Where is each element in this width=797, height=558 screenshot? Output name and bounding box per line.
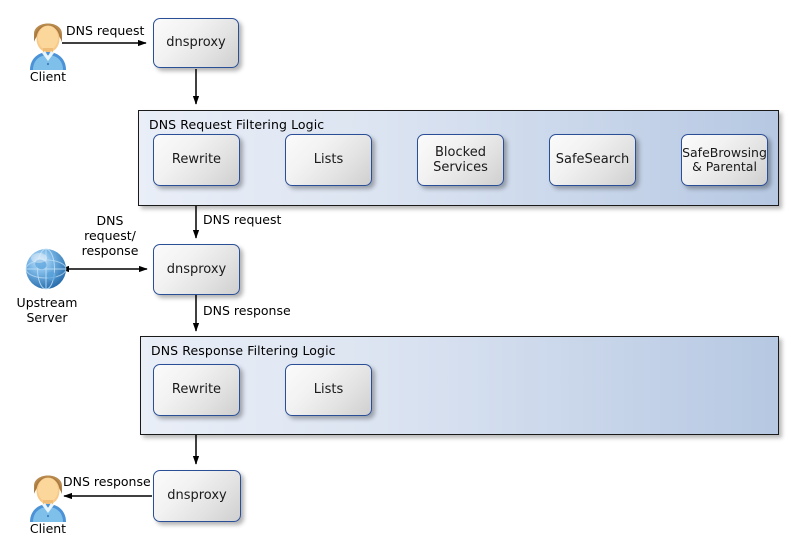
dns-response-filtering-panel-title: DNS Response Filtering Logic [151,343,336,358]
request-stage-safebrowsing-label-line2: & Parental [692,159,757,174]
person-icon [30,23,66,70]
dns-response-filtering-panel: DNS Response Filtering Logic [140,336,779,435]
edge-label-upstream-line3: response [81,242,139,258]
client-top-caption: Client [29,69,67,84]
request-stage-blocked-services-label-line1: Blocked [435,144,486,160]
request-stage-lists[interactable]: Lists [285,134,372,186]
dnsproxy-bottom-box[interactable]: dnsproxy [153,470,241,522]
request-stage-safesearch-label: SafeSearch [555,152,630,168]
response-stage-rewrite-label: Rewrite [171,382,222,398]
upstream-server-caption: Upstream Server [6,295,88,326]
dnsproxy-middle-box[interactable]: dnsproxy [153,244,240,295]
edge-label-upstream-line1: DNS [96,213,124,228]
edge-label-proxy-to-response-panel: DNS response [203,303,291,318]
edge-label-proxy-to-client: DNS response [63,474,151,489]
response-stage-lists-label: Lists [313,382,344,398]
dnsproxy-middle-label: dnsproxy [166,261,227,277]
request-stage-lists-label: Lists [313,152,344,168]
request-stage-safesearch[interactable]: SafeSearch [549,134,636,186]
request-stage-safebrowsing-parental-label: SafeBrowsing & Parental [682,144,767,175]
request-stage-blocked-services-label: Blocked Services [433,145,488,175]
dnsproxy-top-box[interactable]: dnsproxy [153,18,239,68]
request-stage-blocked-services[interactable]: Blocked Services [417,134,504,186]
request-stage-rewrite-label: Rewrite [171,152,222,168]
response-stage-lists[interactable]: Lists [285,364,372,416]
request-stage-blocked-services-label-line2: Services [433,160,488,175]
dns-request-filtering-panel-title: DNS Request Filtering Logic [149,117,325,132]
edge-label-upstream-exchange: DNS request/ response [66,213,154,258]
upstream-server-caption-line2: Server [26,309,68,325]
dnsproxy-top-label: dnsproxy [166,35,226,51]
edge-label-client-to-proxy: DNS request [66,23,145,38]
client-bottom-caption: Client [29,521,67,536]
person-icon [30,475,66,522]
dnsproxy-bottom-label: dnsproxy [167,488,227,504]
request-stage-rewrite[interactable]: Rewrite [153,134,240,186]
edge-label-proxy-to-request-panel: DNS request [203,212,282,227]
request-stage-safebrowsing-label-line1: SafeBrowsing [682,144,767,160]
edge-label-upstream-line2: request/ [84,227,136,243]
upstream-server-caption-line1: Upstream [16,295,78,310]
globe-icon [25,248,67,290]
request-stage-safebrowsing-parental[interactable]: SafeBrowsing & Parental [681,134,768,186]
response-stage-rewrite[interactable]: Rewrite [153,364,240,416]
